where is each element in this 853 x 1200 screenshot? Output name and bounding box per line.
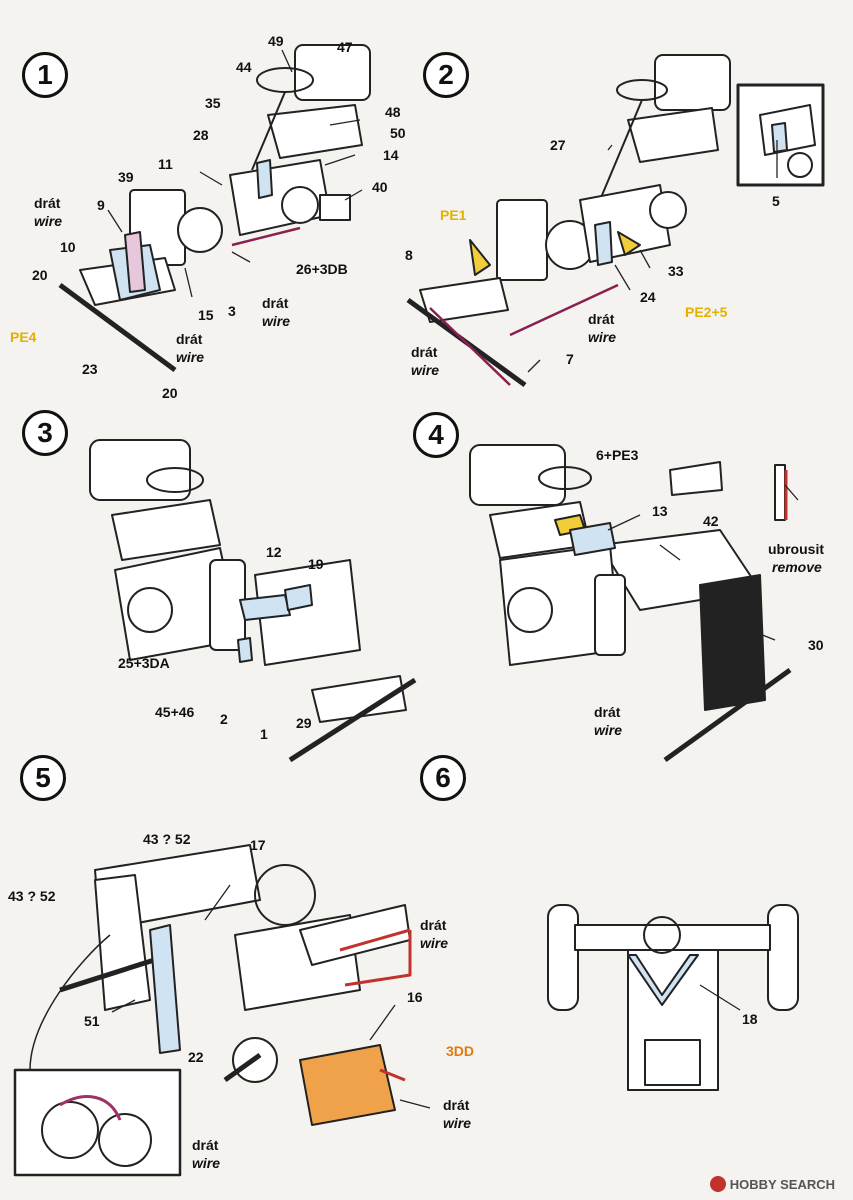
part-number: 6+ xyxy=(596,447,612,463)
wire-label-cz: drát xyxy=(594,704,621,720)
part-label: 42 xyxy=(703,513,719,529)
part-label: 13 xyxy=(652,503,668,519)
step-number-text: 3 xyxy=(37,417,53,448)
step-number-text: 1 xyxy=(37,59,53,90)
photo-etch-label: PE1 xyxy=(440,207,467,223)
wire-label-en: wire xyxy=(588,329,617,345)
part-number-3d: 3DB xyxy=(319,261,348,277)
part-label: 16 xyxy=(407,989,423,1005)
part-label: 30 xyxy=(808,637,824,653)
part-label: 44 xyxy=(236,59,252,75)
wire-label-cz: drát xyxy=(443,1097,470,1113)
part-label: 45+46 xyxy=(155,704,195,720)
wire-label-en: wire xyxy=(594,722,623,738)
wire-label-cz: drát xyxy=(176,331,203,347)
step-number-1: 1 xyxy=(22,52,68,98)
step3-drawing xyxy=(89,439,417,763)
step1-drawing xyxy=(58,44,371,373)
part-label: 40 xyxy=(372,179,388,195)
part-label: 28 xyxy=(193,127,209,143)
wire-label-cz: drát xyxy=(411,344,438,360)
part-label: 1 xyxy=(260,726,268,742)
wire-label-en: wire xyxy=(443,1115,472,1131)
part-label: 10 xyxy=(60,239,76,255)
part-label: 17 xyxy=(250,837,266,853)
step-number-6: 6 xyxy=(420,755,466,801)
part-number: 26+ xyxy=(296,261,320,277)
step4-drawing xyxy=(469,444,792,763)
step-number-2: 2 xyxy=(423,52,469,98)
step6-drawing xyxy=(547,904,799,1091)
wire-label-cz: drát xyxy=(192,1137,219,1153)
part-label: 2 xyxy=(220,711,228,727)
part-label: 23 xyxy=(82,361,98,377)
part-label: 22 xyxy=(188,1049,204,1065)
part-label: 15 xyxy=(198,307,214,323)
part-label: 18 xyxy=(742,1011,758,1027)
part-label: 39 xyxy=(118,169,134,185)
remove-label-en: remove xyxy=(772,559,822,575)
step-number-text: 6 xyxy=(435,762,451,793)
part-label: 19 xyxy=(308,556,324,572)
part-label-3d: 3DD xyxy=(446,1043,475,1059)
part-label: 29 xyxy=(296,715,312,731)
step2-drawing xyxy=(406,54,825,388)
part-label: 43 ? 52 xyxy=(8,888,56,904)
part-label-6: 6+PE3 xyxy=(596,448,638,462)
wire-label-cz: drát xyxy=(420,917,447,933)
wire-label-cz: drát xyxy=(262,295,289,311)
wire-label-en: wire xyxy=(262,313,291,329)
part-label: 9 xyxy=(97,197,105,213)
part-label: 7 xyxy=(566,351,574,367)
part-number-3d: 3DA xyxy=(141,655,170,671)
part-label: 20 xyxy=(162,385,178,401)
part-label: 50 xyxy=(390,125,406,141)
part-label-25: 25+3DA xyxy=(118,656,170,670)
part-label: 49 xyxy=(268,33,284,49)
watermark-logo-icon xyxy=(709,1176,726,1192)
step-number-text: 5 xyxy=(35,762,51,793)
photo-etch-label: PE4 xyxy=(10,329,37,345)
wire-label-en: wire xyxy=(176,349,205,365)
part-label: 14 xyxy=(383,147,399,163)
wire-label-en: wire xyxy=(411,362,440,378)
part-label: 27 xyxy=(550,137,566,153)
part-label: 3 xyxy=(228,303,236,319)
part-label: 8 xyxy=(405,247,413,263)
wire-label-cz: drát xyxy=(34,195,61,211)
part-label: 48 xyxy=(385,104,401,120)
photo-etch-number: PE3 xyxy=(611,447,639,463)
part-label: 33 xyxy=(668,263,684,279)
step5-drawing xyxy=(13,844,412,1177)
watermark: HOBBY SEARCH xyxy=(709,1176,835,1192)
step-number-5: 5 xyxy=(20,755,66,801)
photo-etch-label: PE2+5 xyxy=(685,304,728,320)
step-number-text: 4 xyxy=(428,419,444,450)
wire-label-cz: drát xyxy=(588,311,615,327)
part-label: 43 ? 52 xyxy=(143,831,191,847)
part-label: 12 xyxy=(266,544,282,560)
part-label: 5 xyxy=(772,193,780,209)
part-label: 51 xyxy=(84,1013,100,1029)
wire-label-en: wire xyxy=(192,1155,221,1171)
step-number-4: 4 xyxy=(413,412,459,458)
part-label-26: 26+3DB xyxy=(296,262,348,276)
remove-label-cz: ubrousit xyxy=(768,541,824,557)
step-number-3: 3 xyxy=(22,410,68,456)
watermark-text: HOBBY SEARCH xyxy=(729,1176,835,1192)
part-label: 20 xyxy=(32,267,48,283)
part-label: 24 xyxy=(640,289,656,305)
part-label: 35 xyxy=(205,95,221,111)
part-label: 47 xyxy=(337,39,353,55)
wire-label-en: wire xyxy=(34,213,63,229)
step-number-text: 2 xyxy=(438,59,454,90)
part-number: 25+ xyxy=(118,655,142,671)
part-label: 11 xyxy=(158,156,173,172)
wire-label-en: wire xyxy=(420,935,449,951)
leader-lines xyxy=(107,49,799,1109)
